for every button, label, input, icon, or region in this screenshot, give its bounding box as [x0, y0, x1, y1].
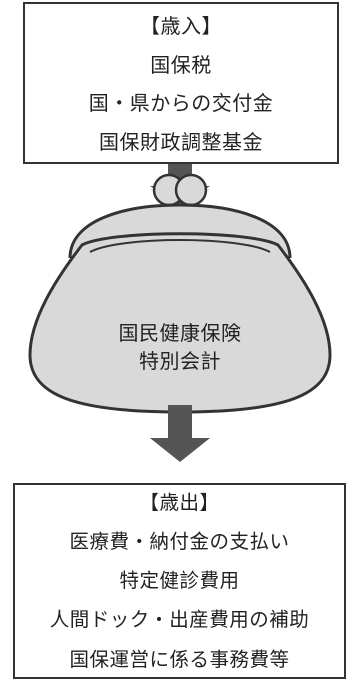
revenue-box: 【歳入】 国保税 国・県からの交付金 国保財政調整基金 [23, 2, 339, 164]
revenue-item: 国保税 [150, 52, 212, 77]
purse-clasp-right [174, 173, 208, 207]
expense-item: 医療費・納付金の支払い [69, 530, 290, 554]
expense-heading: 【歳出】 [139, 491, 220, 514]
revenue-item: 国保財政調整基金 [99, 129, 263, 154]
revenue-item: 国・県からの交付金 [88, 91, 274, 116]
arrow-down-icon [150, 405, 210, 462]
revenue-heading: 【歳入】 [140, 14, 222, 38]
purse-label-line2: 特別会計 [139, 349, 221, 373]
expense-item: 国保運営に係る事務費等 [69, 647, 290, 671]
expense-item: 特定健診費用 [119, 569, 240, 593]
purse-label-line1: 国民健康保険 [118, 321, 242, 345]
expense-box: 【歳出】 医療費・納付金の支払い 特定健診費用 人間ドック・出産費用の補助 国保… [13, 483, 346, 679]
expense-item: 人間ドック・出産費用の補助 [49, 608, 310, 632]
purse-body-icon [28, 232, 332, 414]
